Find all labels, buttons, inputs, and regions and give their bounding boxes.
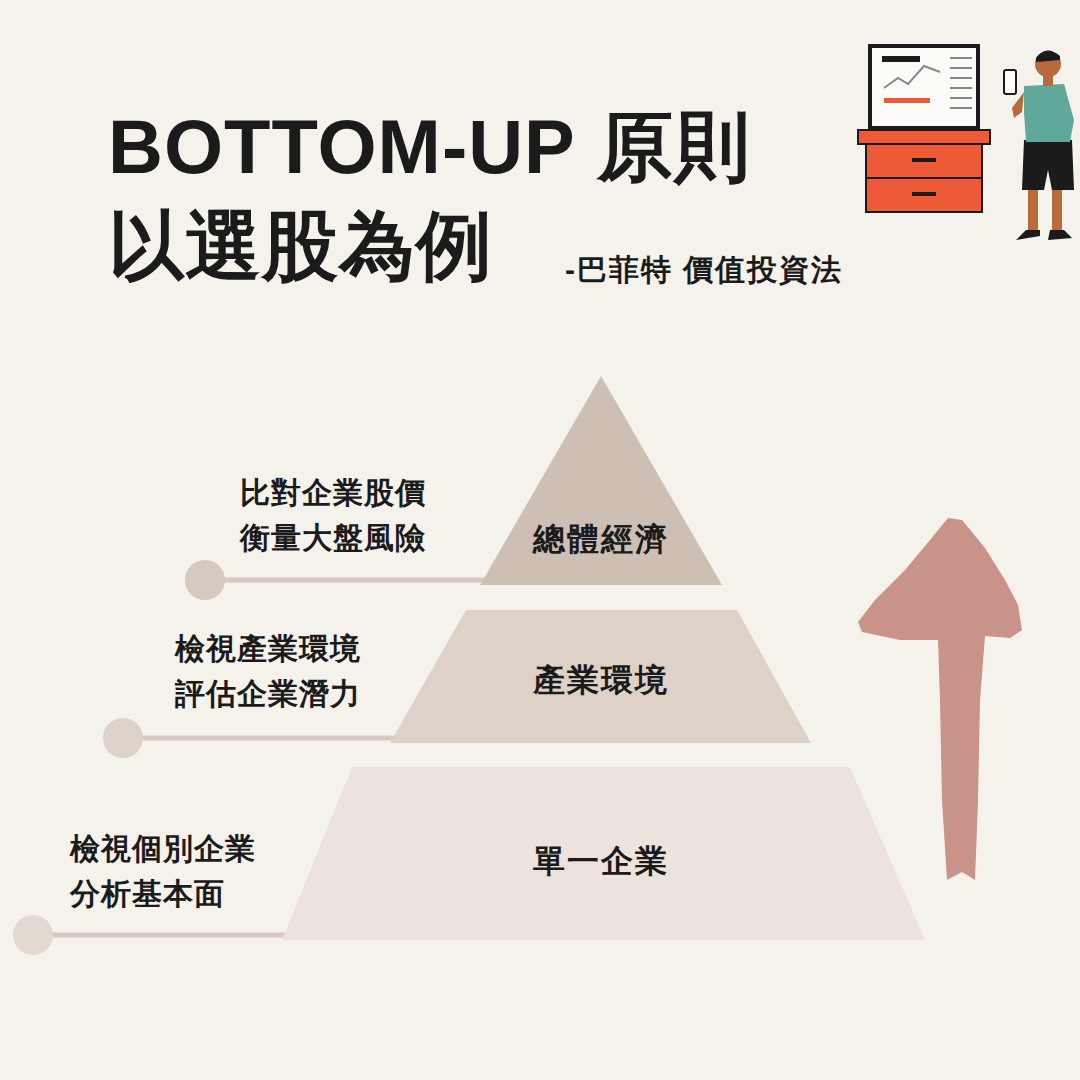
band-label: 總體經濟 xyxy=(533,518,669,562)
band-label: 產業環境 xyxy=(533,659,669,703)
subtitle: -巴菲特 價值投資法 xyxy=(565,252,965,288)
person-figure xyxy=(1004,50,1074,240)
band-label: 單一企業 xyxy=(533,840,669,884)
side-note: 比對企業股價 衡量大盤風險 xyxy=(240,470,460,560)
up-arrow xyxy=(858,518,1022,880)
pyramid-band: 產業環境 xyxy=(390,610,811,743)
monitor-cabinet xyxy=(858,46,990,212)
pyramid-apex: 總體經濟 xyxy=(480,376,722,585)
side-note: 檢視產業環境 評估企業潛力 xyxy=(175,626,395,716)
side-note: 檢視個別企業 分析基本面 xyxy=(70,826,290,916)
pyramid-band: 單一企業 xyxy=(282,767,925,940)
